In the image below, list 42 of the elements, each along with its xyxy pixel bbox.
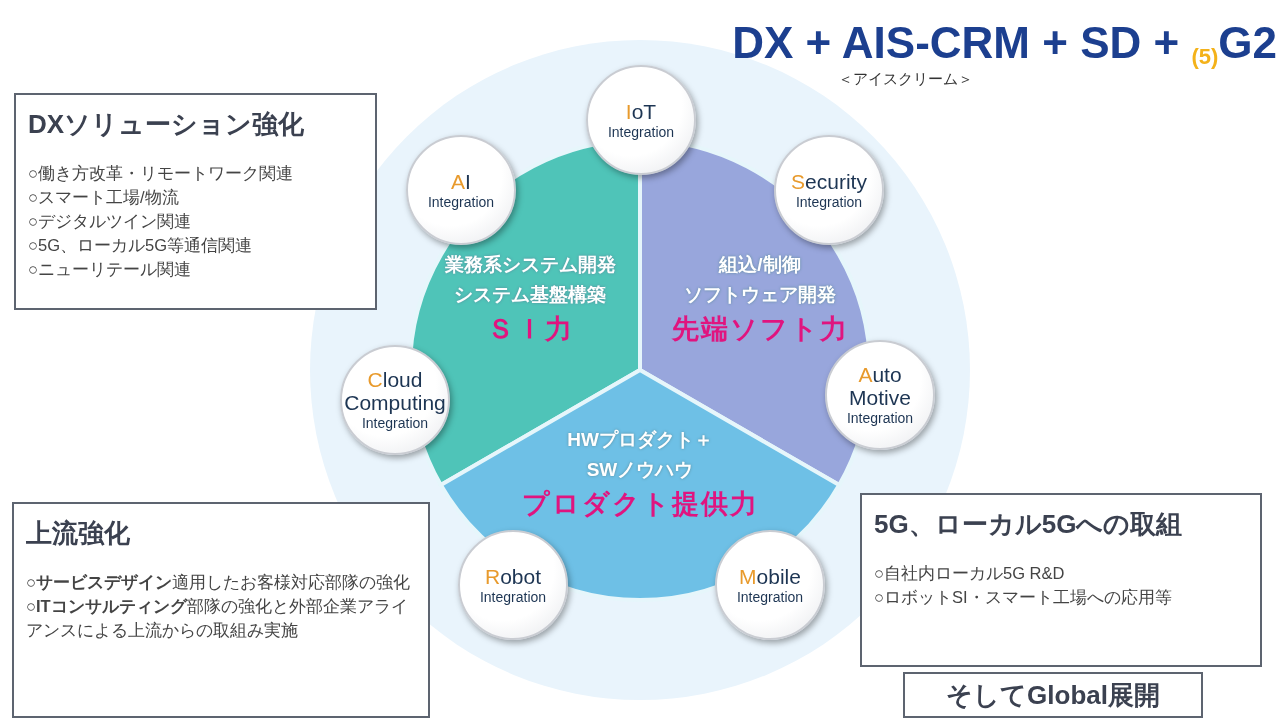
segment-title: ＳＩ力 [486, 313, 574, 346]
text-panel [903, 672, 1203, 718]
panel-heading: 上流強化 [26, 517, 131, 550]
panel-item: ○スマート工場/物流 [28, 187, 180, 208]
circle-title: Auto Motive [848, 363, 912, 409]
circle-title: IoT [624, 99, 658, 123]
circle-subtitle: Integration [427, 192, 495, 211]
circle-subtitle: Integration [846, 409, 914, 427]
text-panel [12, 502, 430, 718]
segment-text: 組込/制御 [719, 253, 801, 277]
panel-item: ○ロボットSI・スマート工場への応用等 [874, 587, 1173, 608]
text-panel [14, 93, 377, 310]
segment-text: システム基盤構築 [454, 283, 606, 307]
subtitle: ＜アイスクリーム＞ [838, 69, 973, 89]
text-panel [860, 493, 1262, 667]
panel-item: ○ニューリテール関連 [28, 259, 192, 280]
circle-title: Cloud Computing [343, 368, 447, 414]
panel-item: ○デジタルツイン関連 [28, 211, 192, 232]
circle-subtitle: Integration [795, 193, 863, 211]
panel-heading: 5G、ローカル5Gへの取組 [874, 508, 1184, 541]
panel-item: ○サービスデザイン適用したお客様対応部隊の強化 [26, 572, 411, 593]
circle-subtitle: Integration [479, 587, 547, 606]
segment-text: HWプロダクト＋ [567, 428, 713, 452]
circle-title: Mobile [738, 564, 802, 588]
circle-title: AI [450, 169, 472, 193]
segment-text: 業務系システム開発 [444, 253, 616, 277]
title: DX + AIS-CRM + SD + $_{(5)}$G2 [732, 17, 1277, 71]
circle-subtitle: Integration [361, 414, 429, 432]
segment-text: SWノウハウ [586, 458, 694, 482]
panel-heading: DXソリューション強化 [28, 108, 306, 141]
panel-heading: そしてGlobal展開 [946, 679, 1160, 712]
panel-item: ○自社内ローカル5G R&D [874, 563, 1066, 584]
panel-item: ○5G、ローカル5G等通信関連 [28, 235, 253, 256]
segment-title: 先端ソフト力 [671, 313, 849, 346]
panel-item: ○働き方改革・リモートワーク関連 [28, 163, 294, 184]
circle-subtitle: Integration [607, 122, 675, 141]
circle-title: Robot [483, 564, 542, 588]
panel-item: ○ITコンサルティング部隊の強化と外部企業アライアンスによる上流からの取組み実施 [26, 596, 409, 641]
circle-subtitle: Integration [736, 587, 804, 606]
circle-title: Security [790, 169, 868, 193]
segment-title: プロダクト提供力 [521, 488, 759, 521]
segment-text: ソフトウェア開発 [684, 283, 836, 307]
